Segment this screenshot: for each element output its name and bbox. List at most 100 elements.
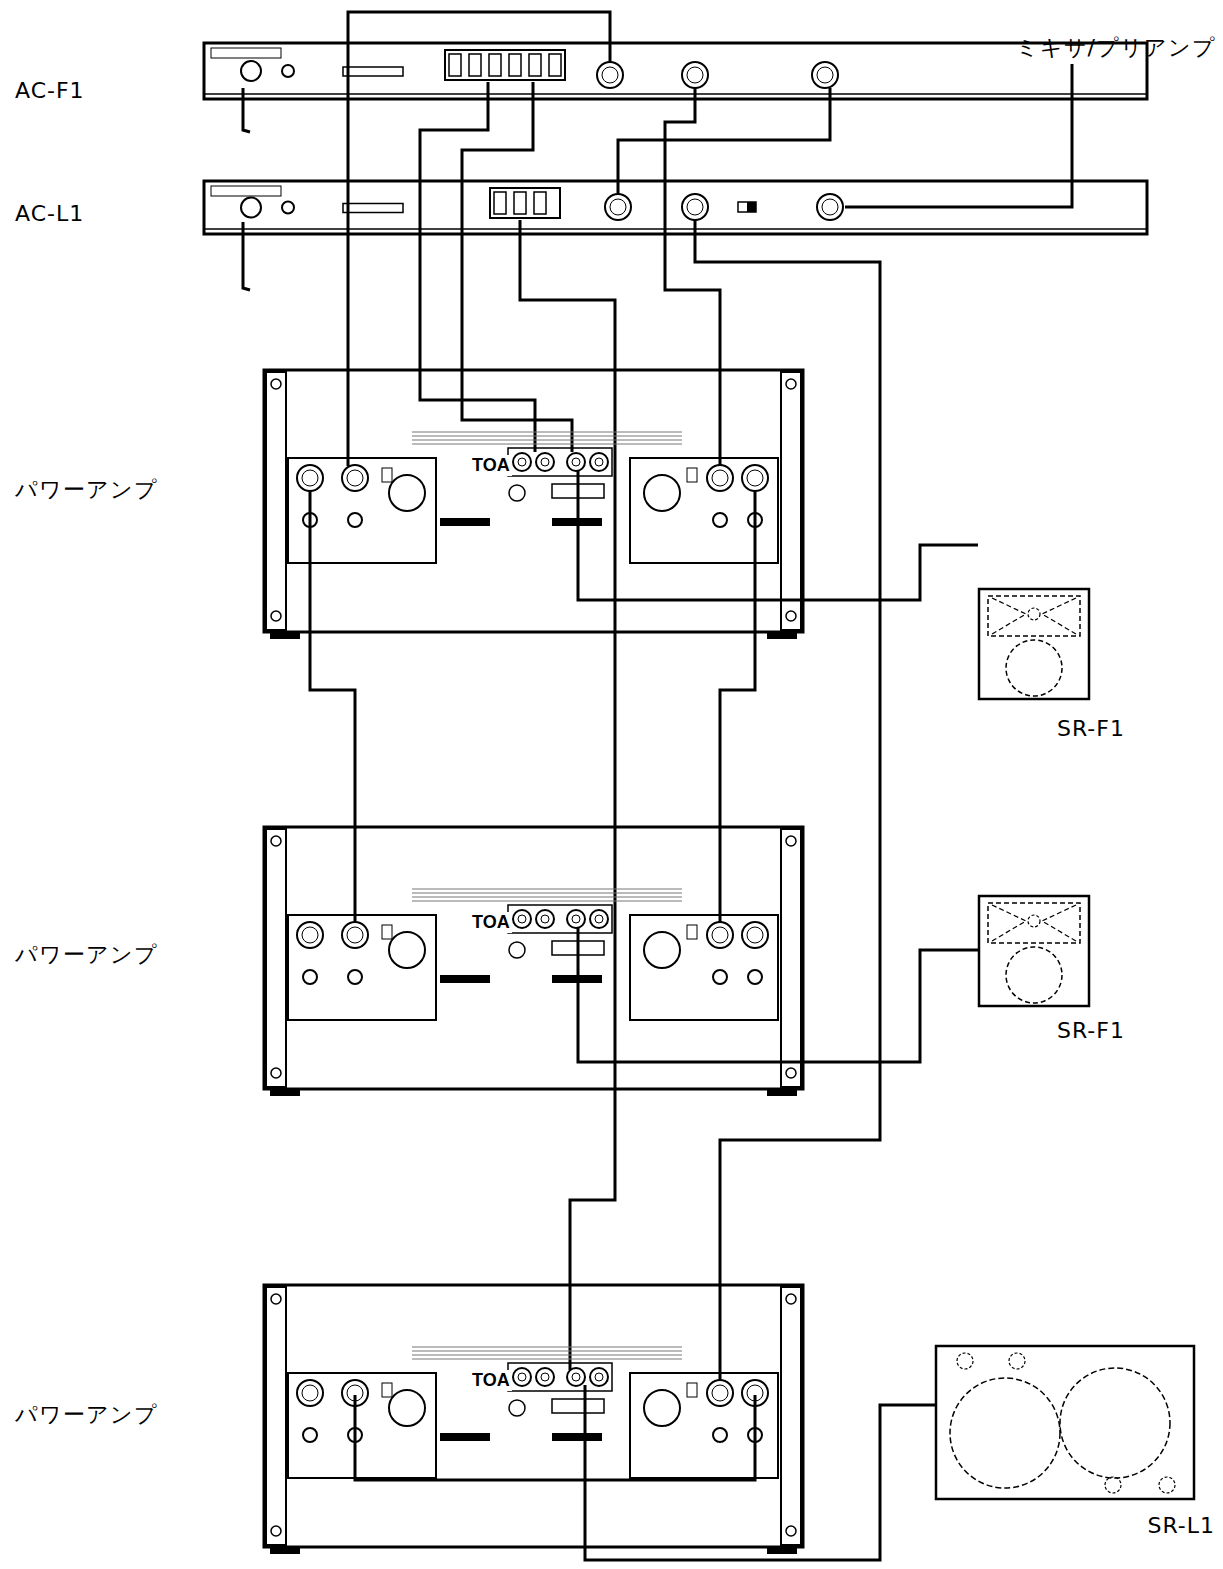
speaker: SR-F1 (978, 588, 1090, 700)
foot (270, 1547, 300, 1554)
rack-unit (204, 181, 1147, 234)
foot (270, 1089, 300, 1096)
xlr-connector (297, 465, 323, 491)
screw-terminal (449, 54, 461, 76)
xlr-connector (742, 1380, 768, 1406)
woofer (950, 1378, 1060, 1488)
signal-cable (665, 88, 720, 465)
driver (1028, 608, 1040, 620)
output-block (508, 905, 612, 933)
phone-jack (713, 513, 727, 527)
ac-outlet (389, 475, 425, 511)
xlr-connector (342, 465, 368, 491)
xlr-inner (822, 199, 838, 215)
horn (988, 596, 1080, 636)
switch (687, 468, 697, 482)
unit-label: AC-L1 (15, 201, 84, 226)
signal-cable (695, 220, 880, 1380)
bridge-link (355, 1395, 755, 1480)
screw (271, 379, 281, 389)
terminal-post (572, 915, 580, 923)
ac-outlet (644, 475, 680, 511)
terminal-strip (552, 484, 604, 498)
unit-label: AC-F1 (15, 78, 85, 103)
screw (786, 1526, 796, 1536)
terminal-post (518, 1373, 526, 1381)
control-unit: AC-L1 (203, 180, 1148, 235)
power-amplifier: パワーアンプTOA (262, 368, 805, 640)
channel-panel (288, 915, 436, 1020)
amp-chassis (264, 1285, 803, 1547)
ground-terminal (282, 202, 294, 214)
woofer (1006, 947, 1062, 1003)
unit-label: SR-F1 (1057, 716, 1125, 741)
switch (687, 925, 697, 939)
screw-terminal (529, 54, 541, 76)
warning-text-line (412, 901, 682, 902)
ground-screw (509, 1400, 525, 1416)
unit-drawing (978, 895, 1090, 1007)
output-terminal (513, 453, 531, 471)
terminal-post (518, 458, 526, 466)
amp-chassis (264, 827, 803, 1089)
xlr-connector (682, 194, 708, 220)
port (1105, 1477, 1121, 1493)
horn (988, 903, 1080, 943)
speaker: SR-F1 (978, 895, 1090, 1007)
xlr-inner (712, 927, 728, 943)
screw (786, 836, 796, 846)
switch (382, 925, 392, 939)
switch (382, 1383, 392, 1397)
power-amplifier: パワーアンプTOA (262, 1283, 805, 1555)
phone-jack (348, 513, 362, 527)
screw-terminal (489, 54, 501, 76)
unit-label: SR-F1 (1057, 1018, 1125, 1043)
power-amplifier: パワーアンプTOA (262, 825, 805, 1100)
switch-knob (747, 202, 756, 212)
rating-label (211, 186, 281, 196)
xlr-inner (610, 199, 626, 215)
horn-line (992, 905, 1026, 941)
channel-panel (630, 458, 778, 563)
signal-cable (585, 1385, 935, 1560)
xlr-connector (342, 1380, 368, 1406)
xlr-connector (817, 194, 843, 220)
xlr-connector (707, 1380, 733, 1406)
warning-text-line (412, 432, 682, 433)
unit-drawing (978, 588, 1090, 700)
woofer (1006, 640, 1062, 696)
output-terminal (590, 453, 608, 471)
edge-group (310, 12, 978, 1560)
warning-text-line (412, 897, 682, 898)
rack-unit (204, 43, 1147, 99)
screw-terminal (494, 192, 506, 214)
switch (738, 202, 756, 212)
foot (767, 632, 797, 639)
speaker-cabinet (979, 896, 1089, 1006)
rack-rail (266, 1287, 286, 1545)
xlr-inner (687, 67, 703, 83)
port (1159, 1477, 1175, 1493)
label-bar (552, 1433, 602, 1441)
xlr-inner (747, 927, 763, 943)
brand-logo: TOA (470, 1370, 512, 1391)
phone-jack (713, 1428, 727, 1442)
phone-jack (303, 513, 317, 527)
xlr-inner (602, 67, 618, 83)
signal-cable (618, 88, 830, 194)
foot (767, 1089, 797, 1096)
ac-outlet (644, 932, 680, 968)
channel-panel (630, 1373, 778, 1478)
name-plate (343, 204, 403, 213)
foot (767, 1547, 797, 1554)
rack-rail (781, 372, 801, 630)
output-terminal (567, 910, 585, 928)
screw (271, 1068, 281, 1078)
ac-outlet (644, 1390, 680, 1426)
terminal-strip (552, 941, 604, 955)
xlr-connector (297, 922, 323, 948)
output-terminal (567, 453, 585, 471)
warning-text-line (412, 1351, 682, 1352)
output-terminal (590, 1368, 608, 1386)
